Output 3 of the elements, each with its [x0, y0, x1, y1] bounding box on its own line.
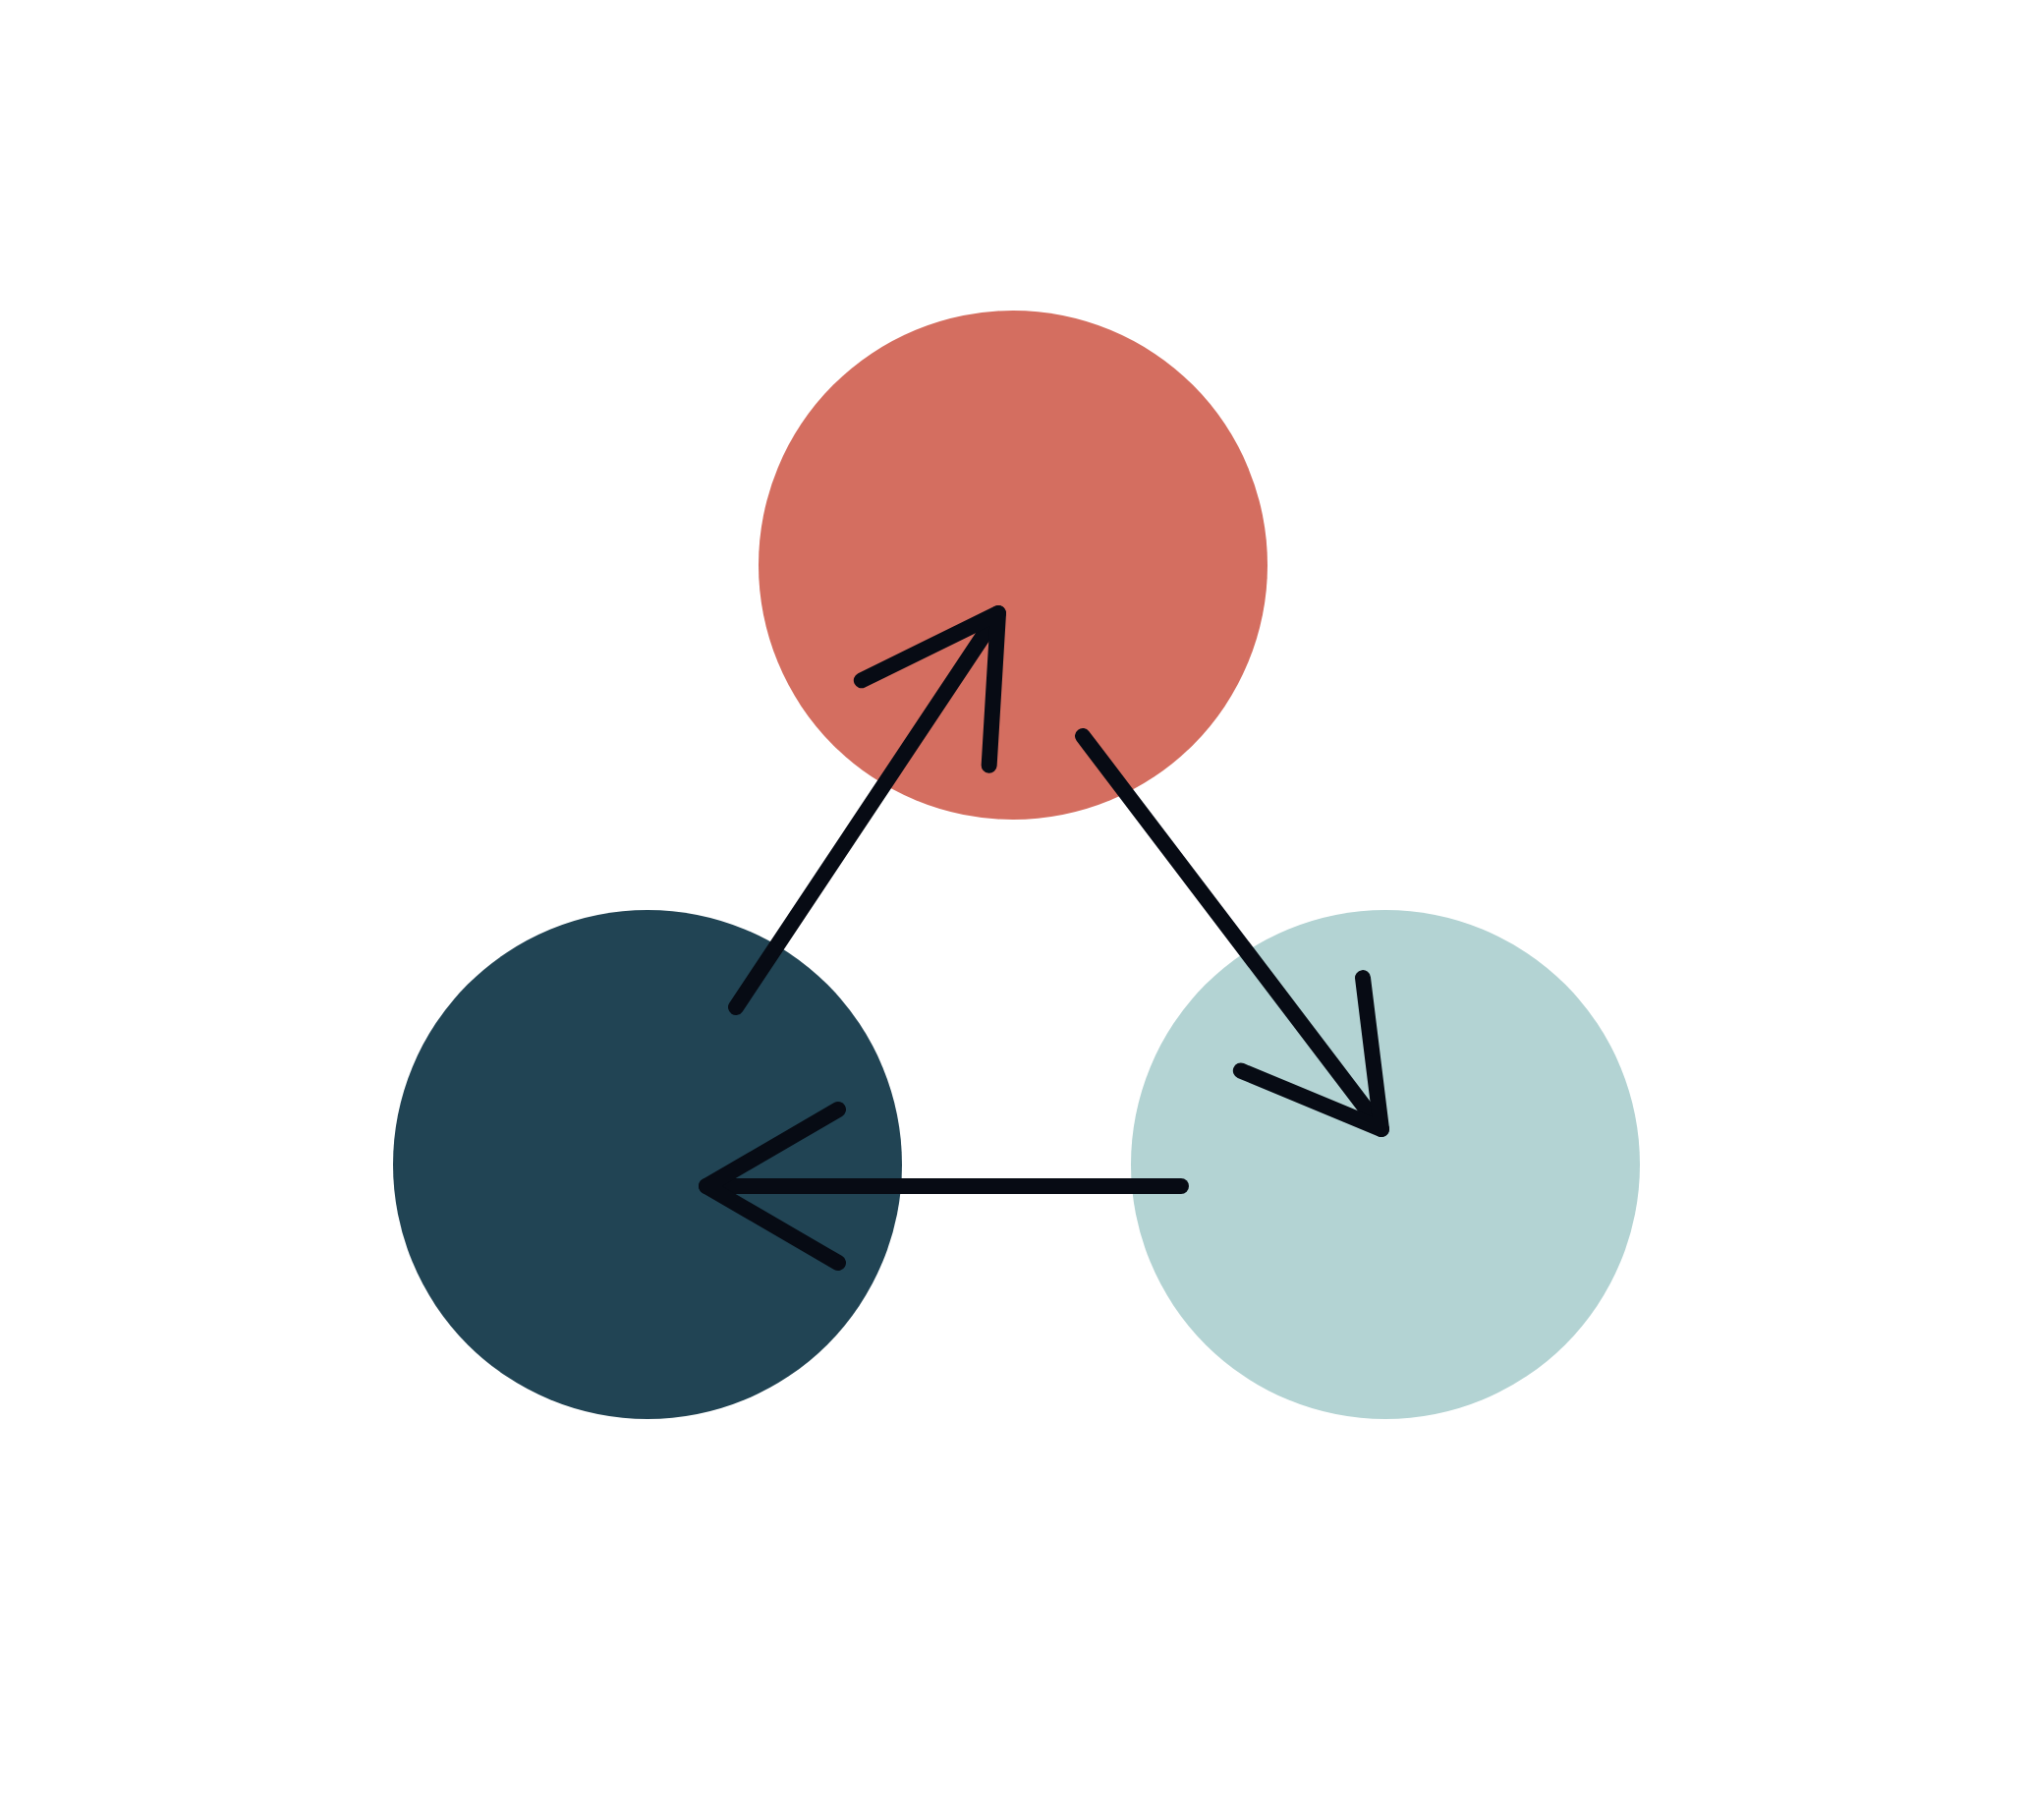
arrow: [728, 605, 1006, 1015]
arrow: [1075, 728, 1389, 1137]
arrow: [699, 1102, 1189, 1271]
